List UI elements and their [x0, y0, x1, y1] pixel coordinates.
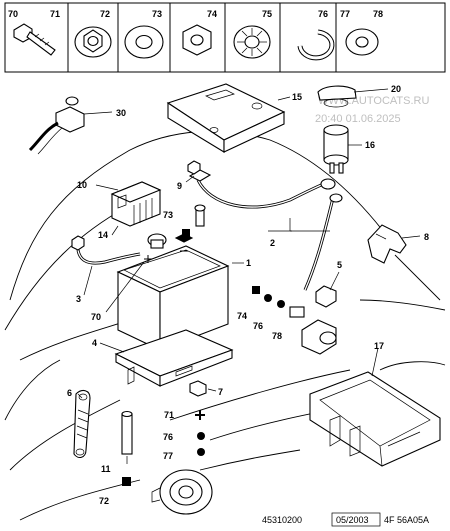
starter-solenoid: [301, 319, 337, 355]
callout-2: 2: [270, 238, 275, 248]
header-label-72: 72: [100, 9, 110, 19]
cable-clip: [315, 285, 337, 308]
callout-1: 1: [246, 258, 251, 268]
callout-labels: 1 2 3 4 5 6 7 8 9 10 11 14 15 16 17 20 3…: [67, 84, 429, 506]
hold-down-rod: [121, 410, 133, 486]
callout-3: 3: [76, 294, 81, 304]
header-label-75: 75: [262, 9, 272, 19]
callout-9: 9: [177, 181, 182, 191]
negative-cable: [71, 235, 141, 265]
callout-70: 70: [91, 312, 101, 322]
callout-74: 74: [237, 311, 247, 321]
watermark-stamp: 20:40 01.06.2025: [315, 113, 401, 125]
plain-washer-icon: [345, 28, 379, 56]
callout-10: 10: [77, 180, 87, 190]
bolt-icon: [13, 23, 56, 56]
header-label-77: 77: [340, 9, 350, 19]
terminal-bolt: [182, 204, 206, 237]
callout-6: 6: [67, 388, 72, 398]
footer: 45310200 05/2003 4F 56A05A: [262, 512, 429, 527]
fastener-strip: 70 71 72 73 74 75: [4, 2, 446, 73]
callout-77: 77: [163, 451, 173, 461]
ecu-housing: [309, 371, 441, 467]
split-spring-washer-icon: [297, 29, 335, 61]
bracket-component: [367, 224, 407, 264]
header-label-73: 73: [152, 9, 162, 19]
tray-clip: [189, 380, 207, 397]
footer-ref: 45310200: [262, 515, 302, 525]
hex-nut-icon: [182, 24, 212, 56]
callout-16: 16: [365, 140, 375, 150]
hold-down-strap: [73, 389, 91, 459]
callout-14: 14: [98, 230, 108, 240]
battery-tray: [114, 329, 234, 387]
callout-15: 15: [292, 92, 302, 102]
header-label-78: 78: [373, 9, 383, 19]
callout-11: 11: [101, 464, 111, 474]
callout-8: 8: [424, 232, 429, 242]
callout-76-top: 76: [253, 321, 263, 331]
callout-17: 17: [374, 341, 384, 351]
header-label-71: 71: [50, 9, 60, 19]
callout-30: 30: [116, 108, 126, 118]
callout-5: 5: [337, 260, 342, 270]
callout-73: 73: [163, 210, 173, 220]
relay-component: [317, 85, 357, 174]
callout-4: 4: [92, 338, 97, 348]
fuse-box: [110, 181, 162, 227]
header-label-74: 74: [207, 9, 217, 19]
flat-washer-icon: [124, 25, 164, 59]
callout-20: 20: [391, 84, 401, 94]
callout-71: 71: [164, 410, 174, 420]
callout-78: 78: [272, 331, 282, 341]
terminal-fastener-stack: [252, 286, 305, 318]
battery: [116, 233, 230, 351]
header-label-70: 70: [8, 9, 18, 19]
footer-code: 4F 56A05A: [384, 515, 429, 525]
serrated-lock-washer-icon: [233, 25, 271, 59]
battery-cover: [166, 83, 286, 153]
callout-76-bottom: 76: [163, 432, 173, 442]
header-label-76: 76: [318, 9, 328, 19]
footer-date: 05/2003: [336, 515, 369, 525]
callout-7: 7: [218, 387, 223, 397]
bolt-stack: [195, 410, 205, 456]
callout-72: 72: [99, 496, 109, 506]
battery-cable: [187, 160, 343, 291]
terminal-connector: [151, 469, 213, 515]
sensor-component: [28, 96, 85, 155]
leader-lines: [77, 88, 421, 464]
hex-nut-flange-icon: [74, 26, 112, 58]
